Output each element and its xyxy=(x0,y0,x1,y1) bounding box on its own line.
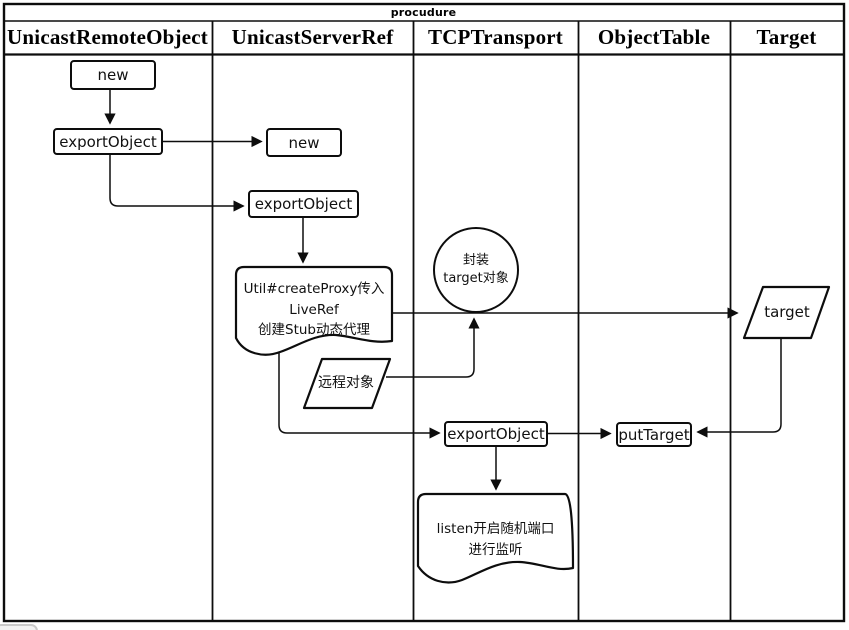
createproxy-document-shape xyxy=(234,265,394,356)
lane-header-unicastremoteobject: UnicastRemoteObject xyxy=(7,25,208,49)
node-puttarget: putTarget xyxy=(616,422,692,447)
node-exportobject-remote: exportObject xyxy=(53,128,163,155)
diagram-title: procudure xyxy=(390,6,457,19)
bottom-left-artifact xyxy=(0,624,38,630)
node-exportobject-serverref: exportObject xyxy=(248,190,359,218)
lane-header-objecttable: ObjectTable xyxy=(597,25,711,49)
target-parallelogram-shape xyxy=(742,285,831,340)
edge-createproxy-to-exportobject-tcp xyxy=(278,350,441,439)
edge-target-to-puttarget xyxy=(696,338,782,438)
edge-exportobject-to-exportobject-serverref xyxy=(109,155,245,212)
remoteobject-parallelogram-shape xyxy=(302,357,392,410)
edge-remoteobject-to-wrapcircle xyxy=(386,317,480,378)
node-wrap-target-circle: 封装 target对象 xyxy=(433,227,519,313)
node-exportobject-tcp: exportObject xyxy=(444,421,548,447)
wrap-target-line1: 封装 xyxy=(462,252,489,268)
lane-header-target: Target xyxy=(756,25,817,49)
node-new-remote: new xyxy=(70,60,156,90)
lane-header-tcptransport: TCPTransport xyxy=(427,25,563,49)
wrap-target-line2: target对象 xyxy=(443,271,509,286)
outer-frame xyxy=(2,2,846,623)
node-new-serverref: new xyxy=(266,128,342,157)
listen-document-shape xyxy=(416,492,575,584)
lane-header-unicastserverref: UnicastServerRef xyxy=(231,25,394,49)
